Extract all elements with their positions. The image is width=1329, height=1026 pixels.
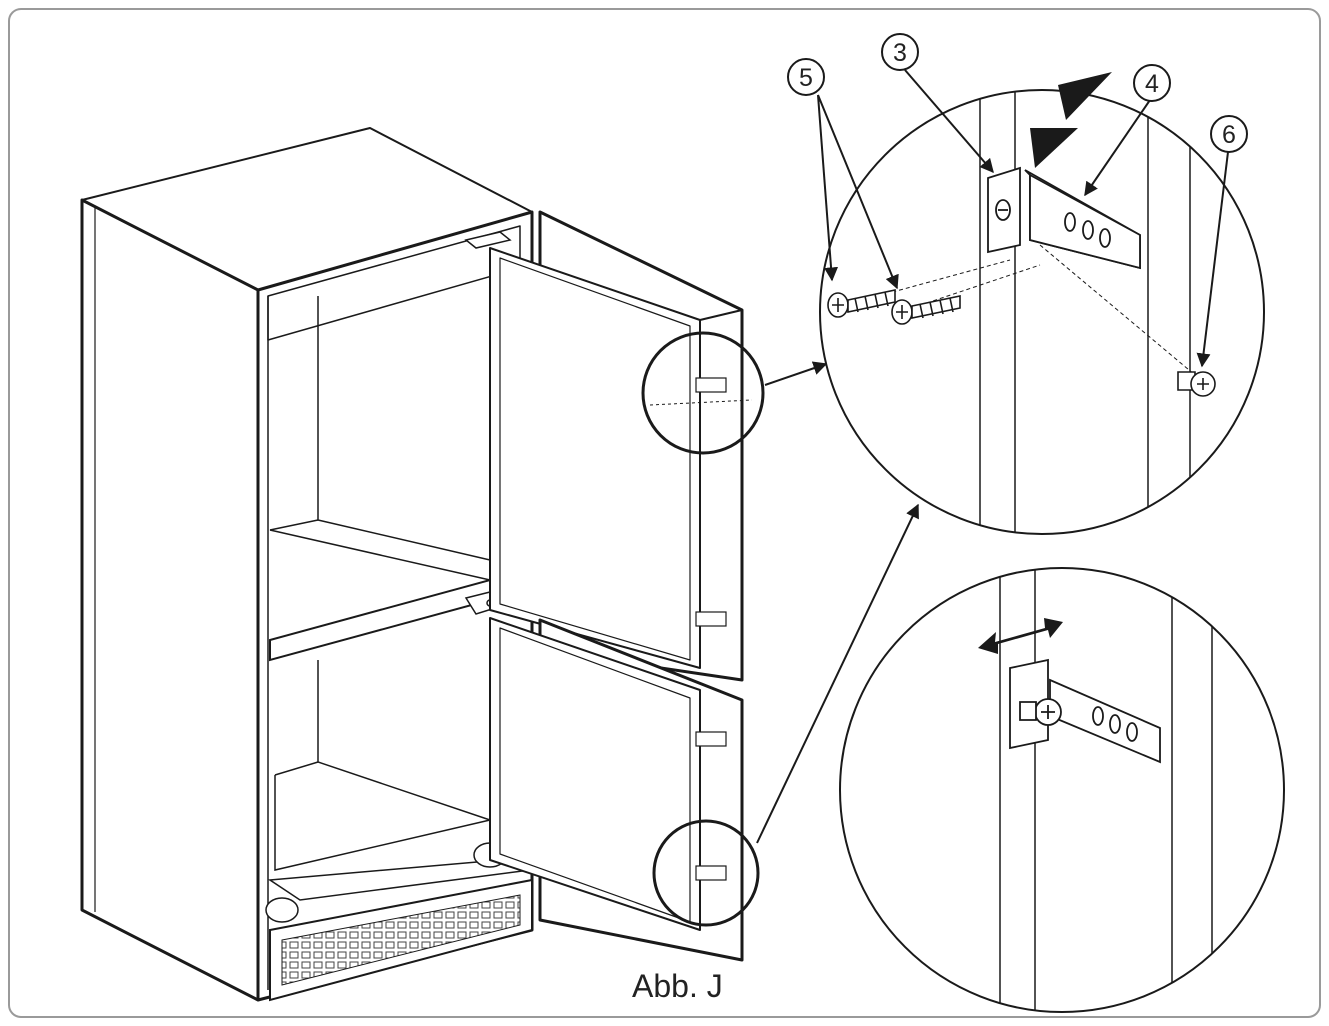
callout-6: 6 [1210, 115, 1248, 153]
arrow-to-top-detail [764, 361, 828, 386]
figure-caption: Abb. J [632, 968, 723, 1004]
zoom-detail-top [819, 72, 1265, 535]
shelf-divider [269, 578, 491, 662]
screw-5-left [827, 289, 896, 318]
screw-6 [1177, 371, 1216, 397]
figure-border [8, 8, 1321, 1018]
push-arrow-lower-icon [1030, 128, 1078, 168]
callout-4: 4 [1133, 64, 1171, 102]
lower-door [489, 617, 744, 962]
detail-circle-bottom [652, 819, 760, 927]
callout-6-label: 6 [1222, 121, 1236, 149]
arrow-to-bottom-detail [756, 503, 919, 844]
callout-3-label: 3 [893, 39, 907, 67]
bracket-part-4 [1024, 169, 1141, 270]
upper-compartment [269, 296, 491, 662]
cabinet [80, 127, 534, 1002]
callout-4-label: 4 [1145, 70, 1159, 98]
cabinet-left-side [80, 198, 260, 1002]
adjust-double-arrow-icon [978, 618, 1063, 654]
door-brackets [695, 377, 727, 881]
push-arrow-upper-icon [1058, 72, 1112, 120]
mounted-bracket [1009, 658, 1161, 764]
leader-lines [817, 69, 1229, 368]
detail-circle-top [641, 331, 765, 455]
ventilation-grille [269, 878, 533, 1002]
callout-5-label: 5 [799, 64, 813, 92]
upper-door [489, 210, 744, 682]
bracket-part-3 [987, 166, 1021, 254]
cabinet-hinge-top [464, 231, 512, 249]
zoom-detail-bottom [839, 567, 1285, 1013]
callout-5: 5 [787, 58, 825, 96]
screw-5-right [891, 295, 961, 325]
callout-3: 3 [881, 33, 919, 71]
